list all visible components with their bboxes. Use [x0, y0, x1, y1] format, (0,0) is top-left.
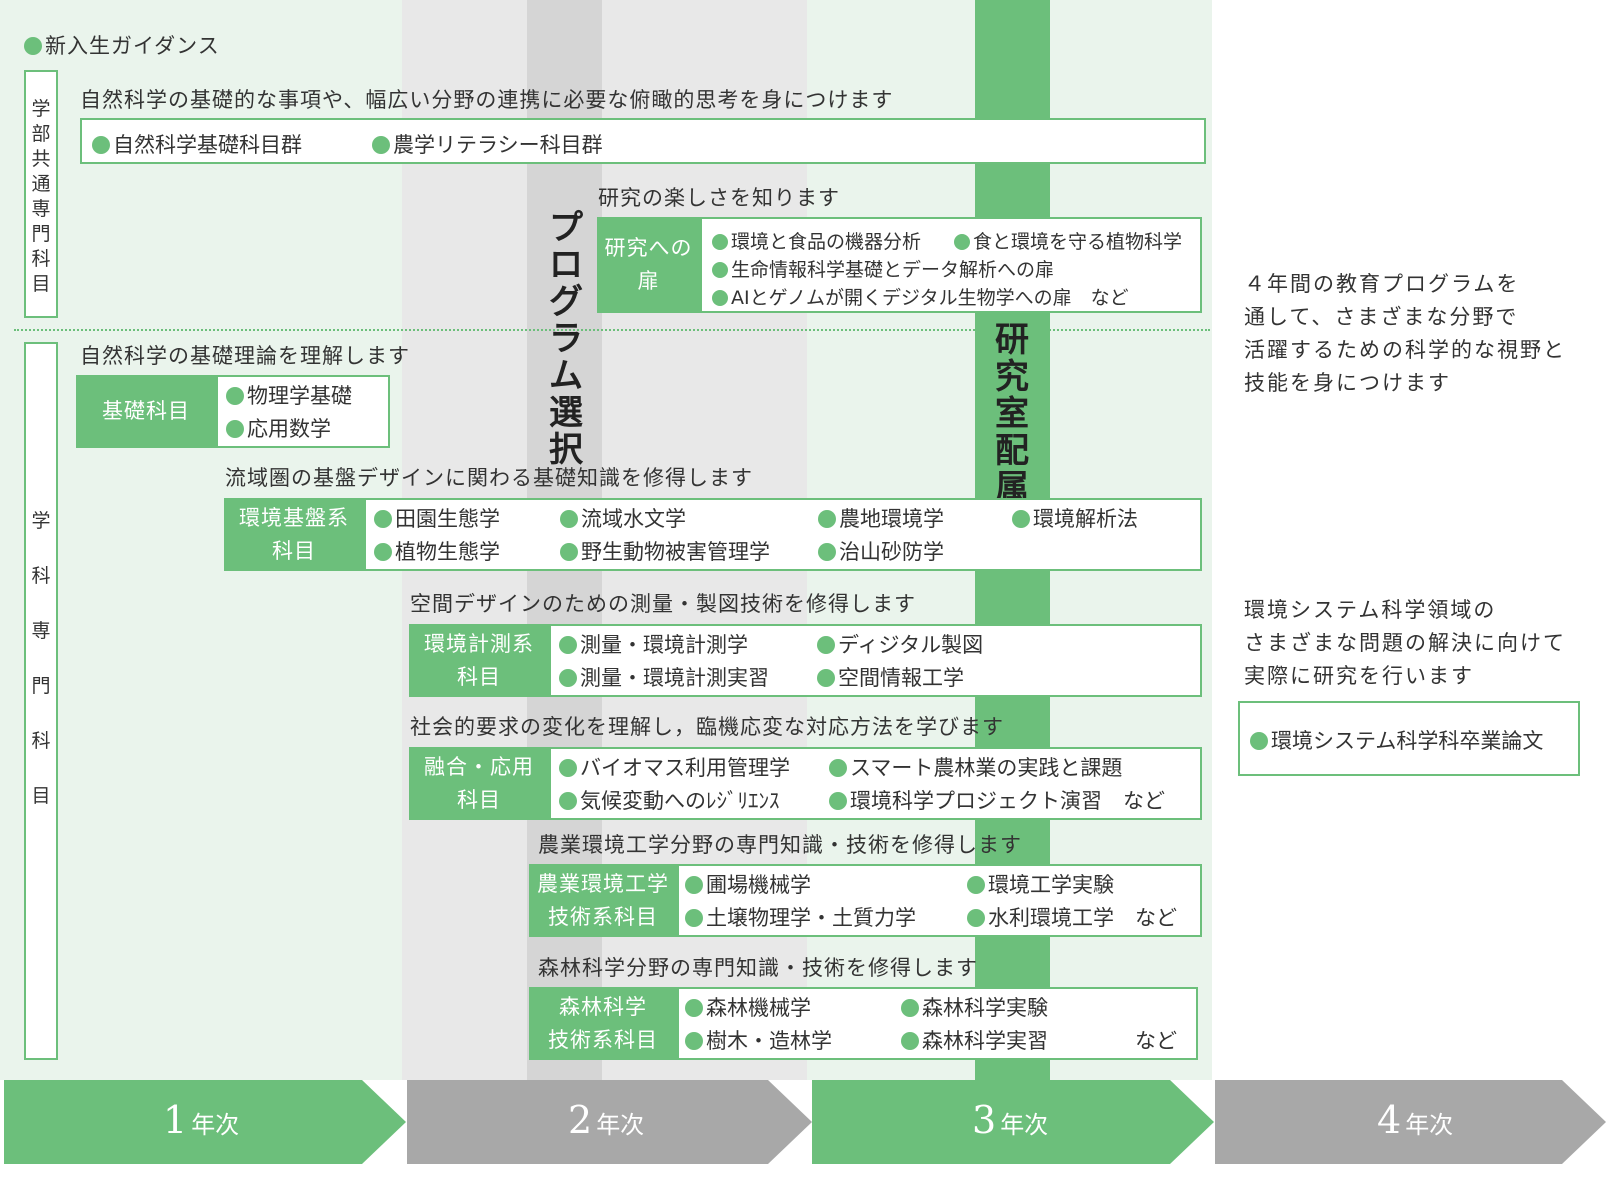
bullet-icon [829, 759, 847, 777]
bullet-icon [967, 876, 985, 894]
research-door-items-box: 環境と食品の機器分析 食と環境を守る植物科学 生命情報科学基礎とデータ解析への扉… [700, 217, 1202, 313]
fusion-category: 融合・応用科目 [409, 747, 549, 820]
faculty-common-desc: 自然科学の基礎的な事項や、幅広い分野の連携に必要な俯瞰的思考を身につけます [80, 88, 894, 112]
bullet-icon [818, 510, 836, 528]
bullet-icon [685, 999, 703, 1017]
bullet-icon [1012, 510, 1030, 528]
bullet-icon [712, 262, 728, 278]
fusion-items-box: バイオマス利用管理学 スマート農林業の実践と課題 気候変動へのﾚｼﾞﾘｴﾝｽ 環… [549, 747, 1202, 820]
bullet-icon [559, 669, 577, 687]
year2-arrow [407, 1080, 812, 1164]
bullet-icon [374, 510, 392, 528]
forest-items-box: 森林機械学 森林科学実験 樹木・造林学 森林科学実習 など [677, 987, 1198, 1060]
bullet-icon [817, 636, 835, 654]
bullet-icon [967, 909, 985, 927]
bullet-icon [685, 909, 703, 927]
bullet-icon [1250, 732, 1268, 750]
env-base-desc: 流域圏の基盤デザインに関わる基礎知識を修得します [225, 466, 753, 490]
bullet-icon [712, 290, 728, 306]
bullet-icon [372, 136, 390, 154]
bullet-icon [712, 234, 728, 250]
bullet-icon [559, 792, 577, 810]
year-arrows [4, 1080, 1606, 1164]
bullet-icon [560, 543, 578, 561]
agri-eng-category: 農業環境工学技術系科目 [529, 864, 677, 937]
bullet-icon [92, 136, 110, 154]
dept-specialized-side-label: 学科専門科目 [24, 342, 58, 1060]
summary-text: ４年間の教育プログラムを通して、さまざまな分野で活躍するための科学的な視野と技能… [1244, 272, 1566, 395]
forest-desc: 森林科学分野の専門知識・技術を修得します [538, 956, 978, 980]
basic-items-box: 物理学基礎 応用数学 [216, 375, 390, 448]
program-select-label: プログラム選択 [549, 208, 583, 470]
thesis-box: 環境システム科学科卒業論文 [1238, 701, 1580, 776]
env-base-items-box: 田園生態学 流域水文学 農地環境学 環境解析法 植物生態学 野生動物被害管理学 … [364, 498, 1202, 571]
bullet-icon [954, 234, 970, 250]
bullet-icon [226, 420, 244, 438]
bullet-icon [559, 636, 577, 654]
bullet-icon [685, 1032, 703, 1050]
bullet-icon [24, 37, 42, 55]
year4-arrow [1215, 1080, 1606, 1164]
env-measure-category: 環境計測系科目 [409, 624, 549, 697]
agri-eng-desc: 農業環境工学分野の専門知識・技術を修得します [538, 833, 1022, 857]
env-measure-desc: 空間デザインのための測量・製図技術を修得します [410, 592, 916, 616]
bullet-icon [559, 759, 577, 777]
research-door-desc: 研究の楽しさを知ります [598, 186, 840, 210]
forest-category: 森林科学技術系科目 [529, 987, 677, 1060]
lab-assign-label: 研究室配属 [995, 320, 1029, 508]
bullet-icon [817, 669, 835, 687]
bullet-icon [818, 543, 836, 561]
faculty-common-side-label: 学部共通専門科目 [24, 70, 58, 318]
research-text: 環境システム科学領域のさまざまな問題の解決に向けて実際に研究を行います [1244, 598, 1566, 688]
fusion-desc: 社会的要求の変化を理解し，臨機応変な対応方法を学びます [410, 715, 1004, 739]
year1-arrow [4, 1080, 406, 1164]
env-base-category: 環境基盤系科目 [224, 498, 364, 571]
agri-eng-items-box: 圃場機械学 環境工学実験 土壌物理学・土質力学 水利環境工学 など [677, 864, 1202, 937]
basic-category: 基礎科目 [76, 375, 216, 448]
bullet-icon [901, 999, 919, 1017]
bullet-icon [901, 1032, 919, 1050]
faculty-common-items-box: 自然科学基礎科目群 農学リテラシー科目群 [80, 118, 1206, 164]
research-door-category: 研究への扉 [597, 217, 700, 313]
bullet-icon [685, 876, 703, 894]
bullet-icon [560, 510, 578, 528]
bullet-icon [374, 543, 392, 561]
bullet-icon [829, 792, 847, 810]
basic-desc: 自然科学の基礎理論を理解します [80, 344, 410, 368]
dotted-divider [14, 329, 1210, 331]
env-measure-items-box: 測量・環境計測学 ディジタル製図 測量・環境計測実習 空間情報工学 [549, 624, 1202, 697]
guidance-label: 新入生ガイダンス [24, 30, 220, 60]
bullet-icon [226, 387, 244, 405]
year3-arrow [812, 1080, 1214, 1164]
